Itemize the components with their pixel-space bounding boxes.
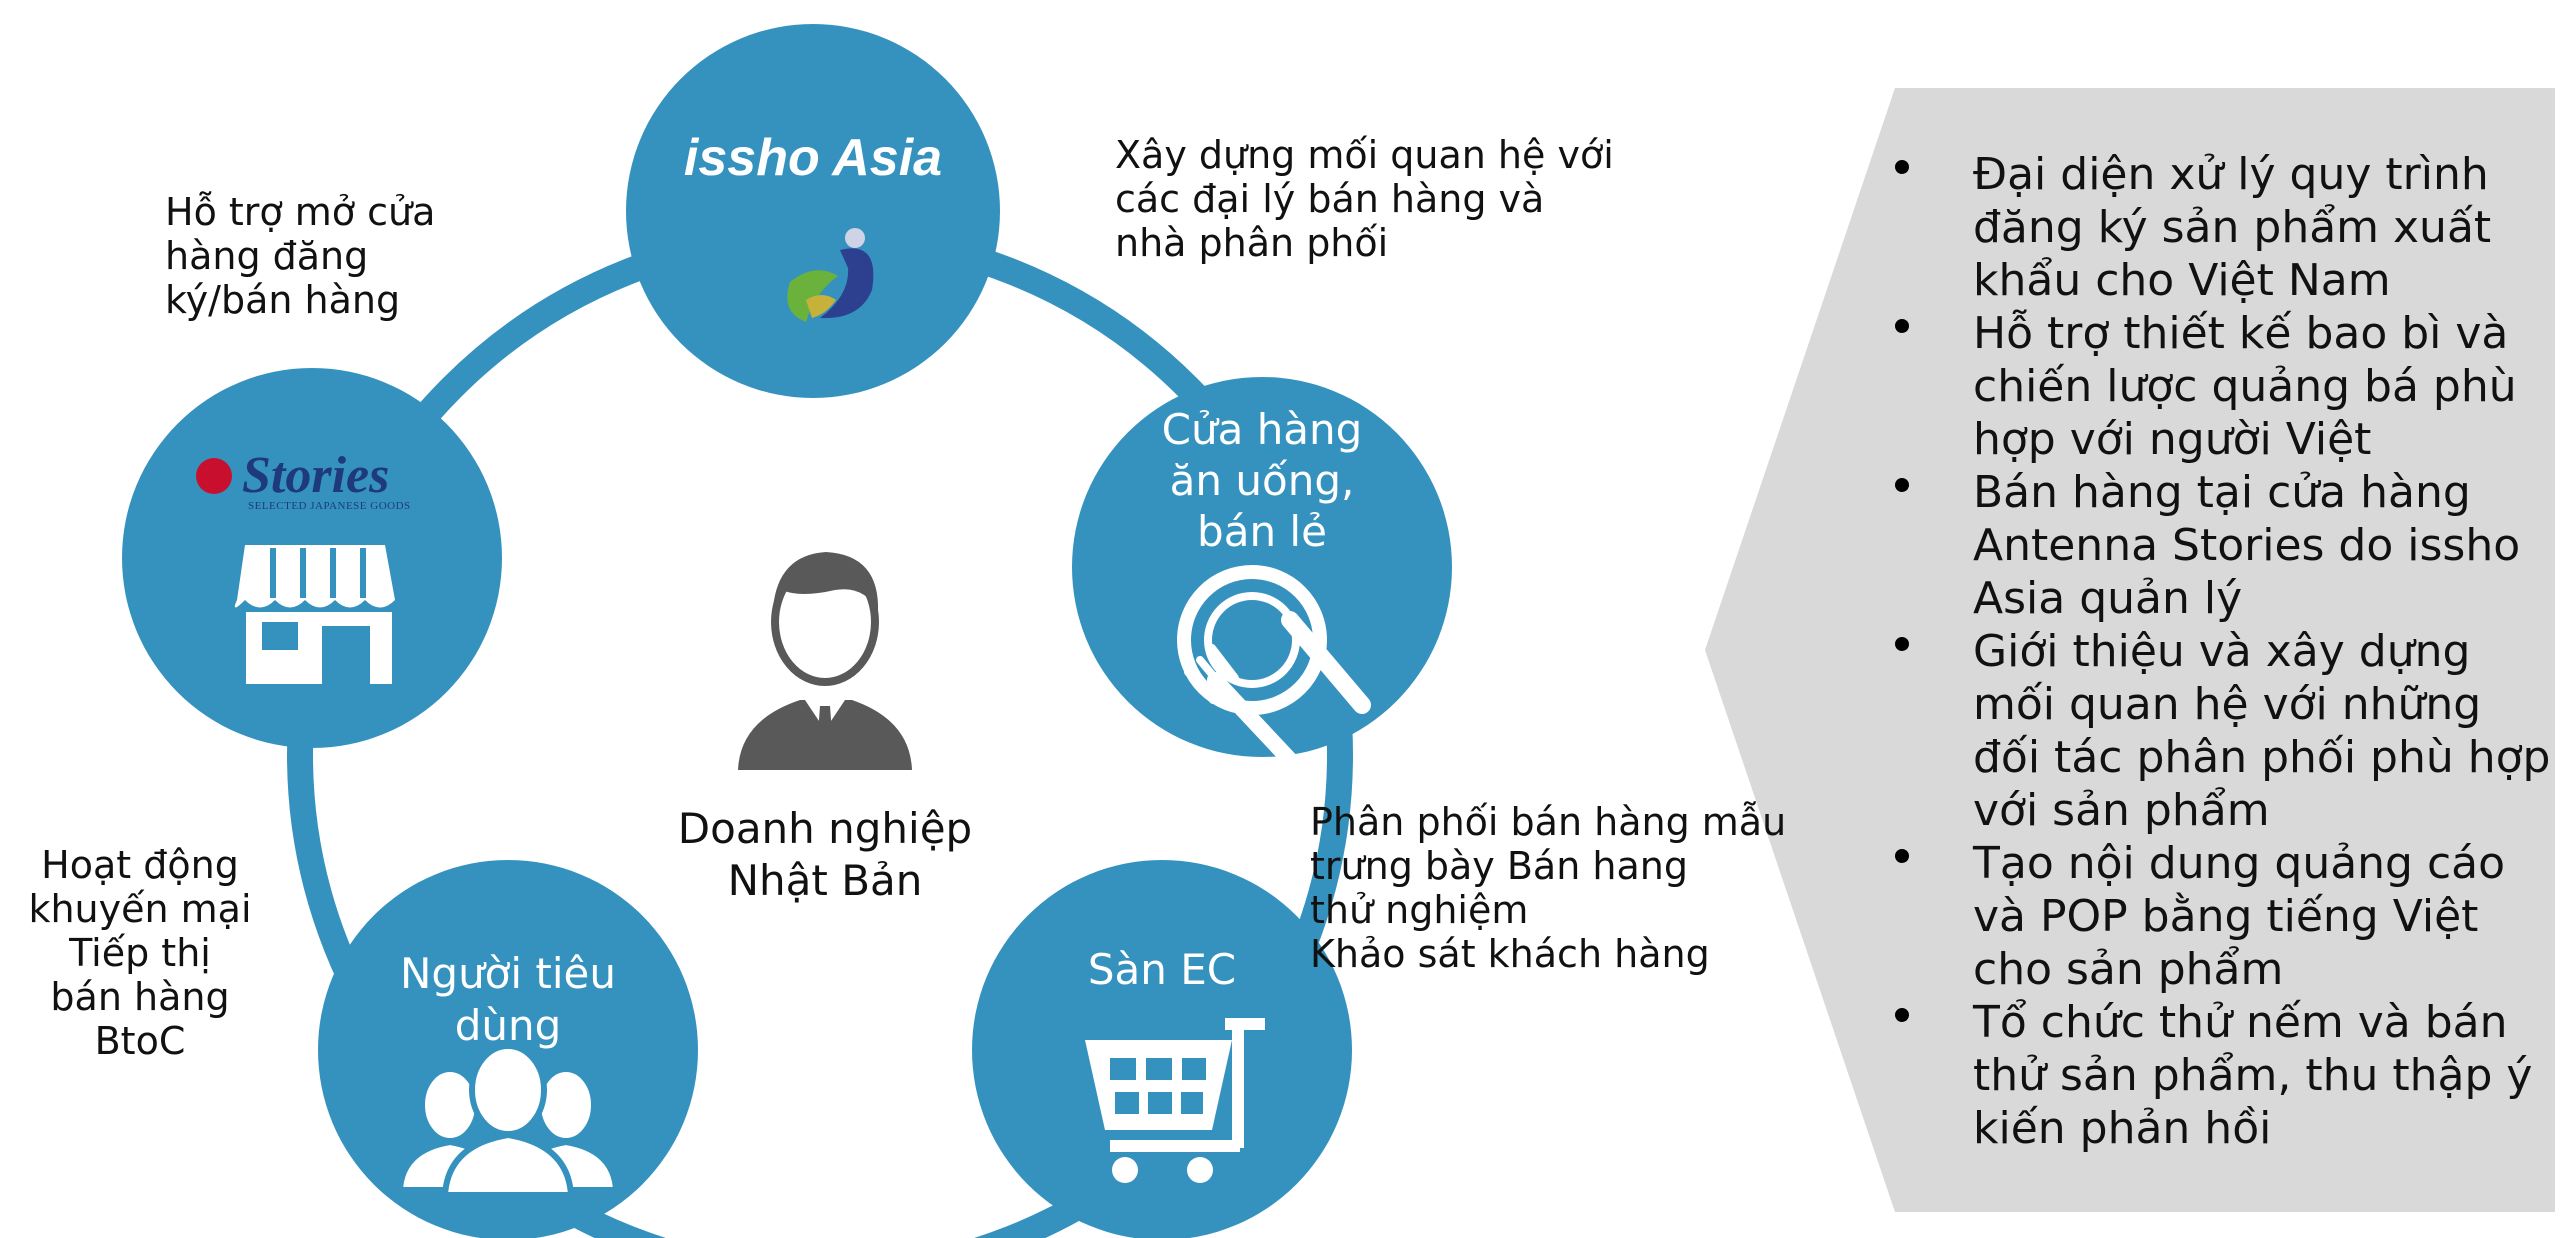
shopping-cart-icon — [1085, 1018, 1265, 1183]
bullet-icon — [1895, 319, 1909, 333]
stories-tagline: SELECTED JAPANESE GOODS — [248, 500, 411, 512]
stories-brand: Stories — [242, 447, 390, 504]
services-list: Đại diện xử lý quy trình đăng ký sản phẩ… — [1895, 148, 2555, 1155]
list-item: Tạo nội dung quảng cáo và POP bằng tiếng… — [1895, 837, 2555, 996]
stories-logo-mark — [196, 458, 232, 494]
issho-logo-icon — [787, 228, 874, 322]
storefront-icon — [234, 545, 395, 684]
note-mid-right: Phân phối bán hàng mẫu trưng bày Bán han… — [1310, 800, 1787, 976]
bullet-text: Tổ chức thử nếm và bán thử sản phẩm, thu… — [1973, 997, 2533, 1154]
people-group-icon — [396, 1043, 620, 1198]
bullet-icon — [1895, 1008, 1909, 1022]
ec-title: Sàn EC — [1087, 945, 1237, 994]
bullet-icon — [1895, 478, 1909, 492]
list-item: Đại diện xử lý quy trình đăng ký sản phẩ… — [1895, 148, 2555, 307]
bullet-icon — [1895, 849, 1909, 863]
bullet-text: Hỗ trợ thiết kế bao bì và chiến lược quả… — [1973, 308, 2517, 465]
list-item: Giới thiệu và xây dựng mối quan hệ với n… — [1895, 625, 2555, 837]
bullet-icon — [1895, 637, 1909, 651]
bullet-text: Đại diện xử lý quy trình đăng ký sản phẩ… — [1973, 149, 2492, 306]
restaurant-title: Cửa hàng ăn uống, bán lẻ — [1161, 405, 1363, 556]
plate-cutlery-icon — [1177, 565, 1371, 768]
note-top-right: Xây dựng mối quan hệ với các đại lý bán … — [1115, 133, 1614, 265]
center-label: Doanh nghiệp Nhật Bản — [677, 804, 973, 905]
note-bottom-left: Hoạt động khuyến mại Tiếp thị bán hàng B… — [28, 843, 252, 1063]
list-item: Bán hàng tại cửa hàng Antenna Stories do… — [1895, 466, 2555, 625]
note-top-left: Hỗ trợ mở cửa hàng đăng ký/bán hàng — [165, 190, 436, 322]
businessman-icon — [738, 552, 912, 770]
node-circle-issho — [626, 24, 1000, 398]
list-item: Hỗ trợ thiết kế bao bì và chiến lược quả… — [1895, 307, 2555, 466]
bullet-text: Bán hàng tại cửa hàng Antenna Stories do… — [1973, 467, 2521, 624]
bullet-icon — [1895, 160, 1909, 174]
list-item: Tổ chức thử nếm và bán thử sản phẩm, thu… — [1895, 996, 2555, 1155]
bullet-text: Tạo nội dung quảng cáo và POP bằng tiếng… — [1973, 838, 2506, 995]
issho-title: issho Asia — [683, 129, 943, 187]
services-panel — [1705, 88, 2555, 1212]
bullet-text: Giới thiệu và xây dựng mối quan hệ với n… — [1973, 626, 2551, 836]
consumer-title: Người tiêu dùng — [399, 949, 616, 1050]
